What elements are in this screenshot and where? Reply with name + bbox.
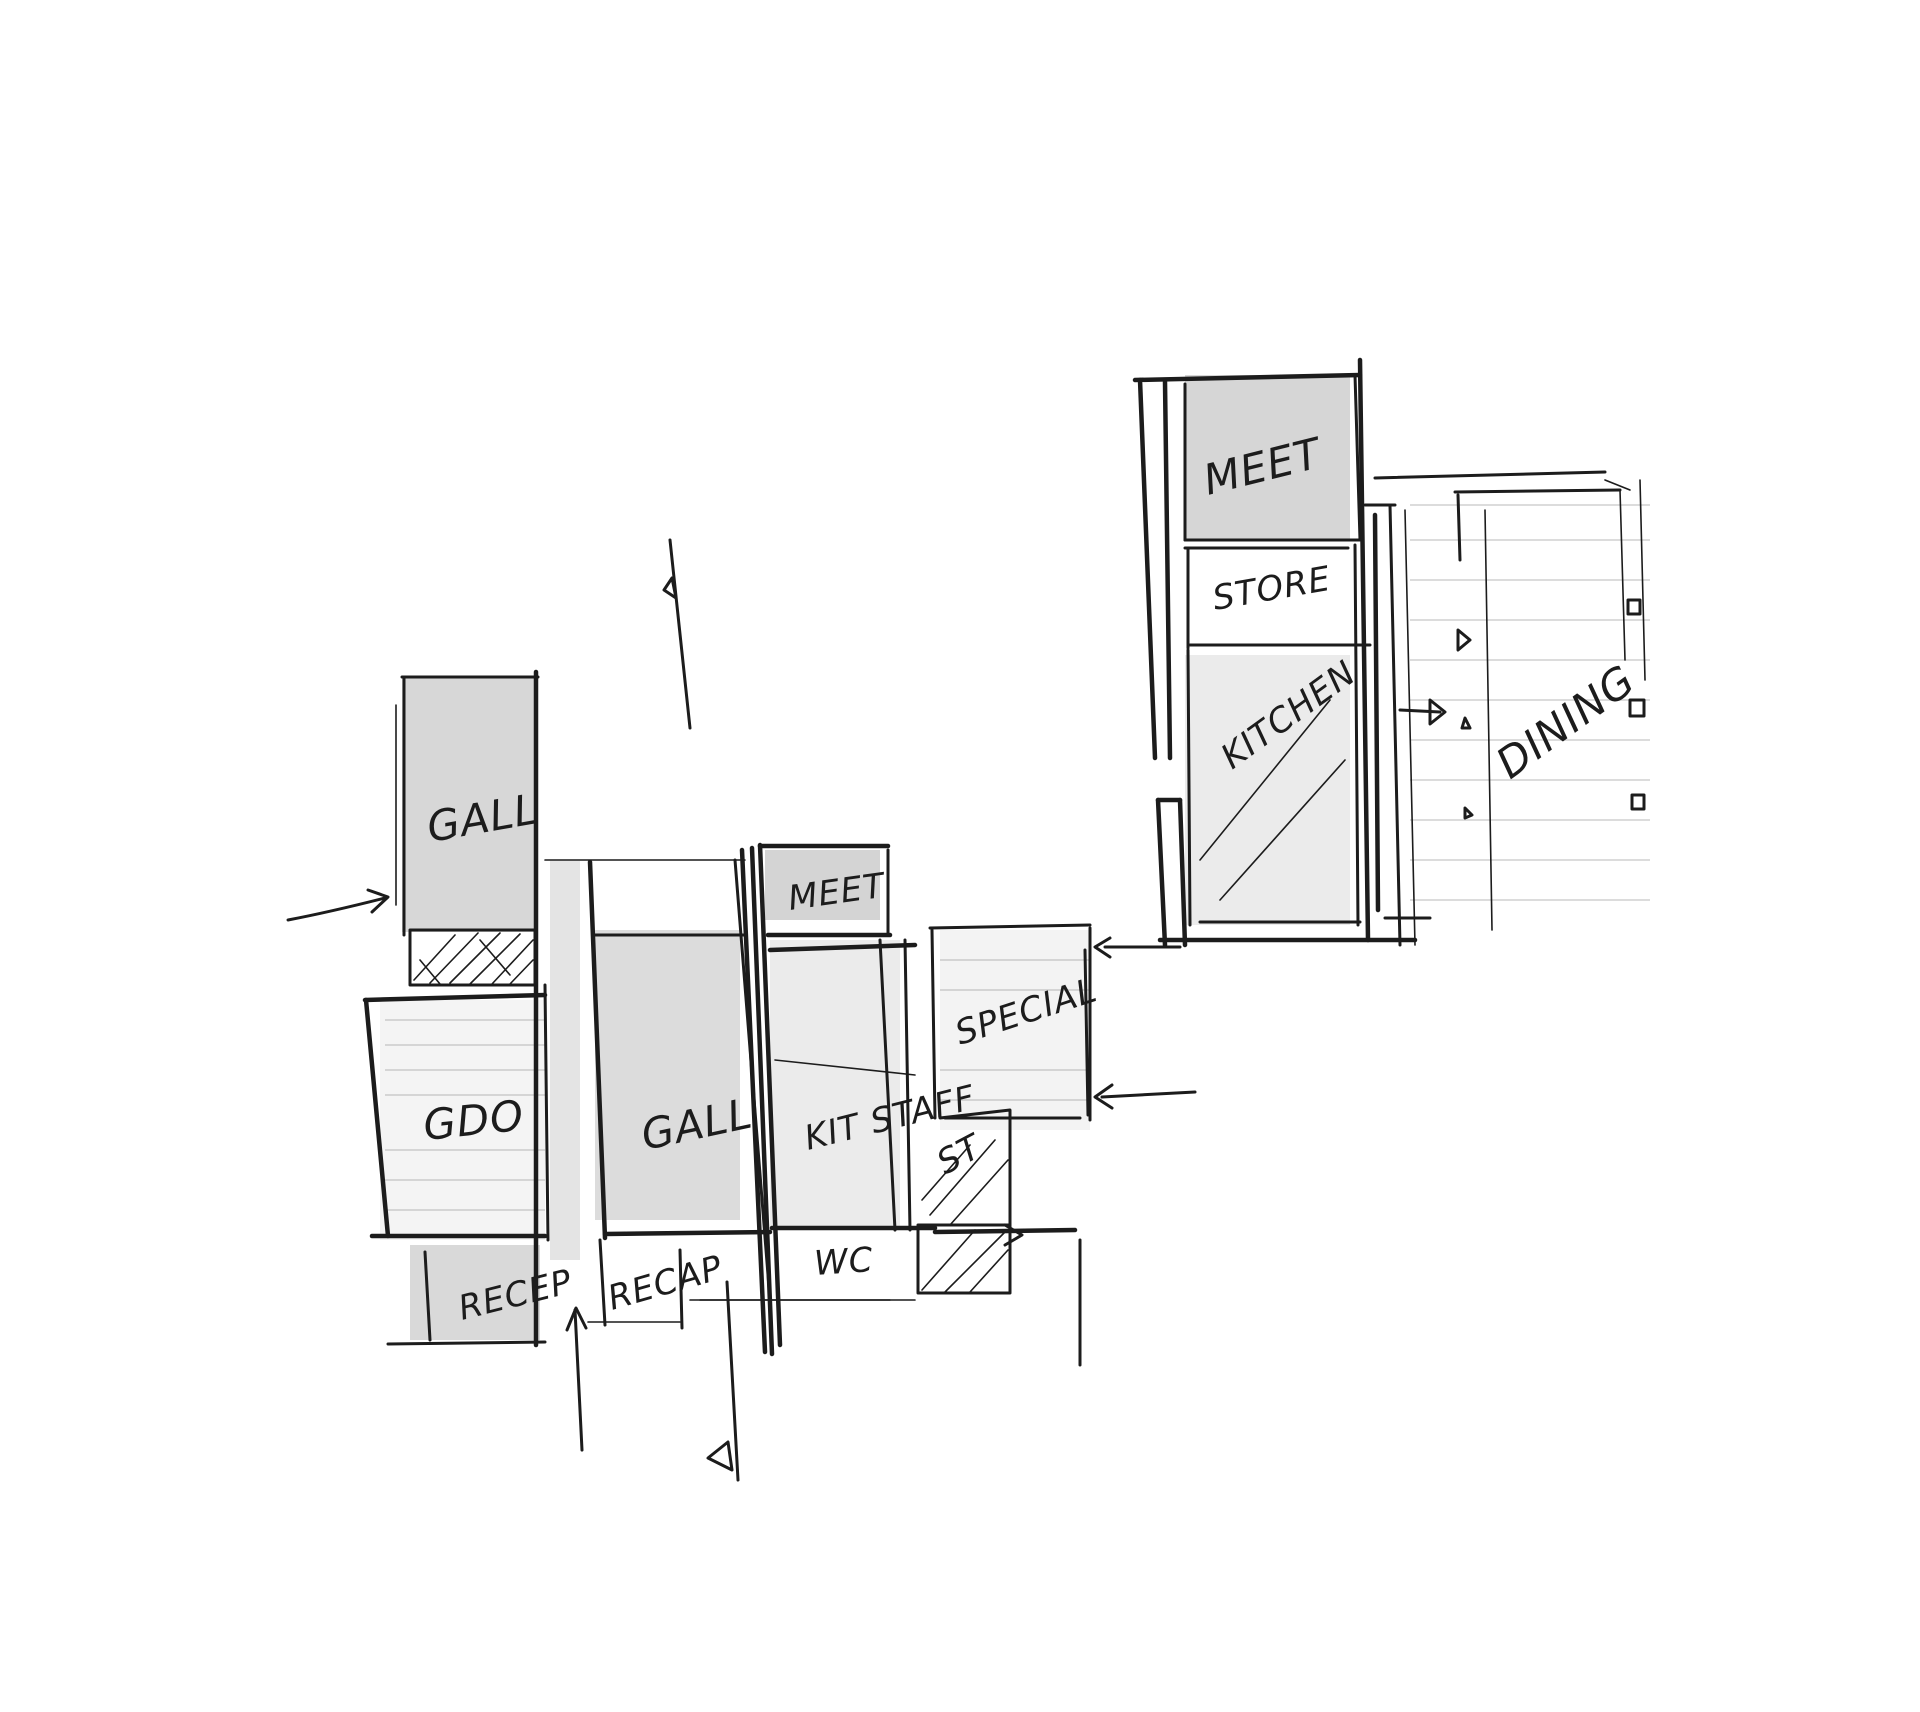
pencil-hatching xyxy=(385,504,1650,1211)
room-recep-left xyxy=(386,1250,547,1346)
room-gdo xyxy=(362,983,550,1242)
arrow-special-top xyxy=(1093,936,1182,959)
room-st xyxy=(916,1108,1078,1295)
room-kit-staff xyxy=(767,938,938,1232)
label-recap-mid: RECAP xyxy=(603,1248,727,1319)
shading-layer xyxy=(380,375,1350,1340)
double-wall xyxy=(733,842,783,1357)
wall-column-right xyxy=(1357,357,1416,947)
label-gdo: GDO xyxy=(421,1091,527,1150)
section-mark-bottom xyxy=(706,1280,740,1482)
column-markers xyxy=(1456,598,1646,820)
hatched-strip xyxy=(408,928,537,987)
label-wc: WC xyxy=(813,1240,875,1284)
room-kitchen xyxy=(1186,543,1362,927)
room-meet-mid xyxy=(757,843,893,938)
label-st: ST xyxy=(930,1126,989,1183)
room-meet-right xyxy=(1132,372,1363,761)
arrow-special-bottom xyxy=(1093,1083,1197,1110)
room-gall-mid xyxy=(544,859,773,1241)
side-line-right xyxy=(1078,948,1090,1367)
room-store xyxy=(1183,546,1372,650)
label-dining: DINING xyxy=(1487,655,1644,788)
entry-arrow-right xyxy=(1398,698,1447,726)
dining-enclosure xyxy=(1373,470,1646,931)
entry-arrow-bottom xyxy=(565,1306,588,1452)
section-mark-top xyxy=(662,538,692,730)
entry-arrow-left xyxy=(286,888,390,922)
wall-bottom-right xyxy=(1155,797,1432,948)
room-special xyxy=(928,923,1092,1122)
room-gall-top xyxy=(395,669,540,1348)
label-store: STORE xyxy=(1210,559,1334,619)
